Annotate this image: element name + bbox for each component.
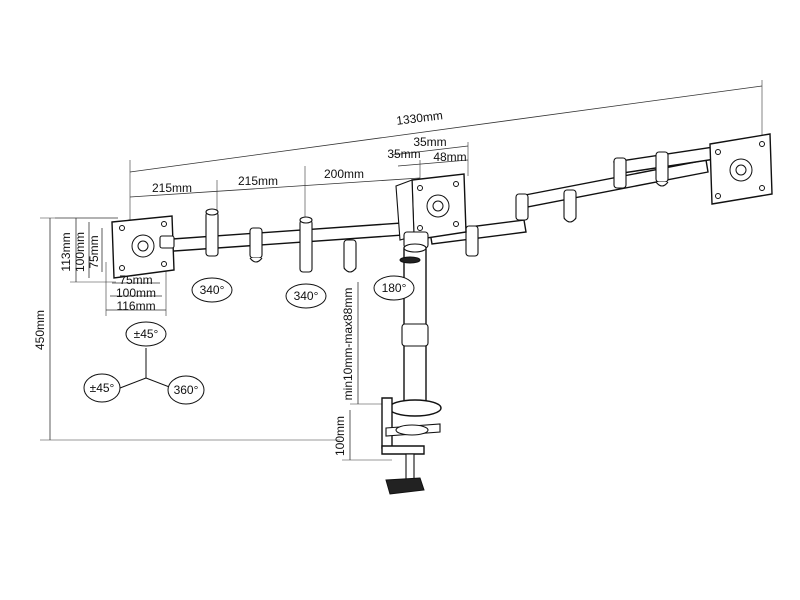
dimension-labels: 1330mm 215mm 215mm 200mm 35mm 35mm 48mm … [33, 108, 467, 456]
dim-line-segments [129, 177, 421, 198]
joint-right-4 [613, 157, 627, 189]
rotation-badge-arm-left [191, 277, 233, 303]
clamp-knob [385, 477, 425, 495]
label-arm-segment-3: 200mm [324, 167, 364, 181]
joint-right-2 [515, 193, 529, 221]
label-vesa-h-75: 75mm [87, 235, 101, 268]
rotation-label-swivel: ±45° [90, 381, 115, 395]
rotation-badge-center-head [373, 275, 415, 301]
joint-left-4 [343, 239, 357, 271]
label-pole-clamp-range: min10mm-max88mm [341, 288, 355, 401]
clamp-screw [405, 453, 415, 481]
arm-structure [111, 133, 773, 495]
label-vesa-h-113: 113mm [59, 232, 73, 271]
joint-left-3 [299, 219, 313, 273]
rotation-label-arm-left: 340° [200, 283, 225, 297]
label-offset-b: 35mm [387, 147, 420, 161]
joint-left-1 [205, 211, 219, 257]
rotation-label-center-head: 180° [382, 281, 407, 295]
label-clamp-height: 100mm [333, 416, 347, 456]
joint-right-5 [655, 151, 669, 183]
left-arm-beam [157, 221, 419, 253]
rotation-badge-swivel [83, 373, 121, 403]
dimension-lines [40, 80, 763, 461]
dim-line-offsets [391, 145, 469, 156]
rotation-badge-arm-middle [285, 283, 327, 309]
label-vesa-w-75: 75mm [119, 273, 152, 287]
label-vesa-w-100: 100mm [116, 286, 156, 300]
rotation-label-spin: 360° [174, 383, 199, 397]
rotation-badges: 340° 340° 180° ±45° ±45° 360° [83, 275, 415, 405]
label-total-width: 1330mm [395, 108, 443, 128]
label-vesa-w-116: 116mm [116, 299, 155, 313]
dim-line-1330 [129, 85, 763, 173]
rotation-label-arm-middle: 340° [294, 289, 319, 303]
clamp-upright [381, 397, 393, 449]
rotation-badge-spin [167, 375, 205, 405]
label-vesa-h-100: 100mm [73, 232, 87, 272]
rotation-badge-tilt [125, 321, 167, 347]
label-offset-c: 48mm [433, 150, 466, 164]
joint-right-3 [563, 189, 577, 221]
label-arm-segment-2: 215mm [238, 174, 278, 188]
base-disc [388, 399, 442, 417]
clamp-lower-bar [381, 445, 425, 455]
label-offset-a: 35mm [413, 135, 446, 149]
rotation-label-tilt: ±45° [134, 327, 159, 341]
joint-right-1 [465, 225, 479, 257]
label-arm-segment-1: 215mm [152, 181, 192, 195]
label-total-height: 450mm [33, 310, 47, 350]
joint-left-2 [249, 227, 263, 259]
pole-collar [401, 323, 429, 347]
